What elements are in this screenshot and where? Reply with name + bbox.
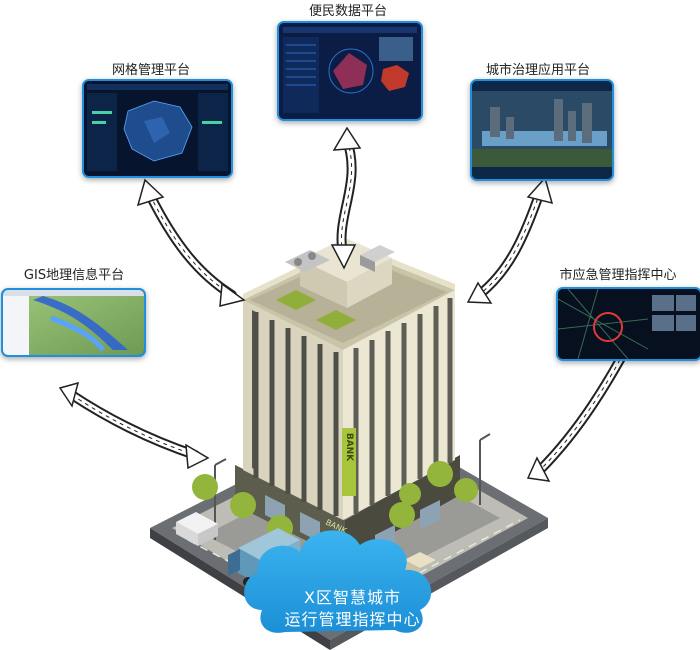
label-governance-platform: 城市治理应用平台	[485, 63, 590, 78]
emergency-center-screenshot	[556, 287, 700, 361]
label-service-platform: 便民数据平台	[308, 4, 387, 19]
service-platform-screenshot	[277, 21, 423, 121]
grid-platform-screenshot	[82, 79, 233, 178]
white-van	[176, 512, 218, 546]
command-center-cloud	[244, 530, 432, 633]
bank-sign-vertical	[342, 428, 356, 496]
gis-platform-screenshot	[1, 288, 146, 357]
command-building: BANK BANK	[214, 238, 491, 560]
command-center-title-line2: 运行管理指挥中心	[284, 610, 421, 629]
bank-sign-vertical-text: BANK	[344, 433, 354, 462]
label-gis-platform: GIS地理信息平台	[23, 268, 125, 283]
label-emergency-center: 市应急管理指挥中心	[559, 268, 677, 283]
label-grid-platform: 网格管理平台	[111, 63, 190, 78]
governance-platform-screenshot	[470, 79, 614, 181]
command-center-title-line1: X区智慧城市	[304, 588, 401, 607]
